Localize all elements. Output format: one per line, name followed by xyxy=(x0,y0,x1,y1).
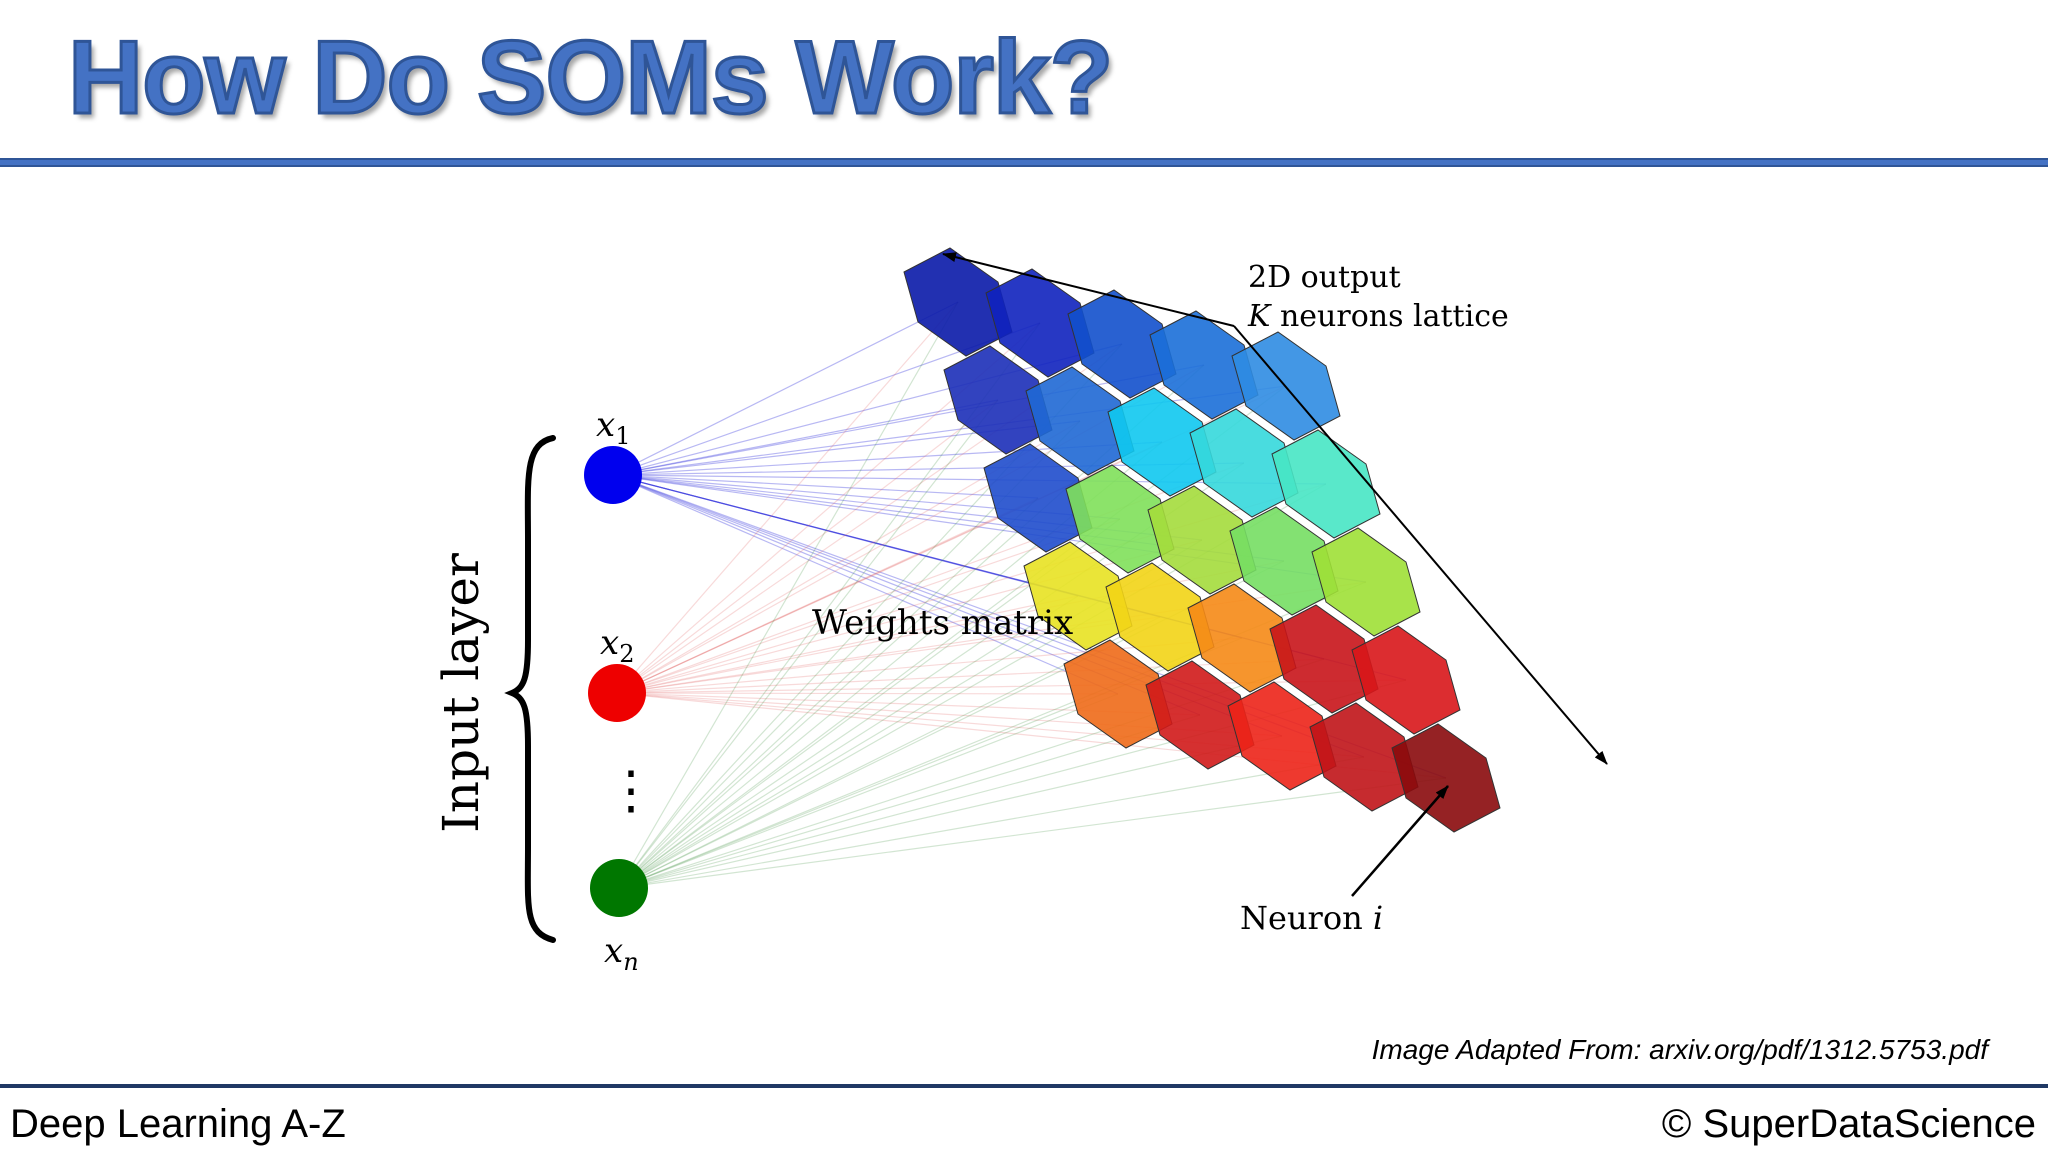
weight-connection xyxy=(616,301,959,694)
weight-connection xyxy=(616,595,1079,694)
output-label-line1: 2D output xyxy=(1248,260,1401,295)
weight-connection xyxy=(618,735,1283,889)
weight-connection xyxy=(618,714,1201,889)
weight-connection xyxy=(612,474,1079,597)
weight-connection xyxy=(616,399,999,694)
input-neurons xyxy=(584,446,648,917)
lattice-arrow-top xyxy=(942,252,1235,327)
lattice-neuron-2-4 xyxy=(1311,527,1421,637)
course-name: Deep Learning A-Z xyxy=(10,1102,346,1146)
copyright-notice: © SuperDataScience xyxy=(1661,1102,2036,1146)
input-ellipsis: ⋮ xyxy=(605,761,657,821)
weight-connection xyxy=(616,658,1325,694)
input-layer-brace xyxy=(504,435,556,943)
input-neuron-x1 xyxy=(584,446,642,504)
lattice-neuron-1-4 xyxy=(1271,429,1381,539)
weight-connection xyxy=(616,692,1119,695)
neuron-lattice xyxy=(903,247,1501,833)
weight-connection xyxy=(618,595,1079,889)
footer-divider xyxy=(0,1084,2048,1088)
image-credit: Image Adapted From: arxiv.org/pdf/1312.5… xyxy=(1371,1034,1988,1065)
weight-connection xyxy=(618,497,1039,889)
weight-connection xyxy=(616,518,1121,694)
title-divider xyxy=(0,158,2048,167)
output-label-line2: K neurons lattice xyxy=(1247,299,1509,334)
lattice-neuron-4-4 xyxy=(1391,723,1501,833)
input-layer-label: Input layer xyxy=(432,553,490,833)
neuron-i-arrow xyxy=(1351,785,1449,897)
weight-connection xyxy=(618,777,1447,889)
lattice-arrow-side xyxy=(1233,325,1608,765)
input-label-x2: x2 xyxy=(600,623,634,668)
weight-connection xyxy=(612,474,1039,499)
input-label-x1: x1 xyxy=(596,405,630,450)
input-neuron-x2 xyxy=(588,664,646,722)
weight-connection xyxy=(616,539,1203,694)
input-label-xn: xn xyxy=(604,931,639,976)
weight-connection xyxy=(612,385,1287,476)
slide-title: How Do SOMs Work? xyxy=(66,20,1114,136)
neuron-i-label: Neuron i xyxy=(1240,899,1383,937)
weight-connection xyxy=(612,301,959,476)
weight-connection xyxy=(618,301,959,889)
weight-connection xyxy=(618,399,999,889)
weight-connection xyxy=(612,474,1119,695)
lattice-neuron-3-4 xyxy=(1351,625,1461,735)
input-neuron-xn xyxy=(590,859,648,917)
weight-connection xyxy=(618,693,1119,889)
weights-matrix-label: Weights matrix xyxy=(812,603,1073,643)
weight-connection xyxy=(612,364,1205,476)
weight-connection xyxy=(612,399,999,476)
weight-connection xyxy=(616,497,1039,694)
weight-connection xyxy=(618,756,1365,889)
